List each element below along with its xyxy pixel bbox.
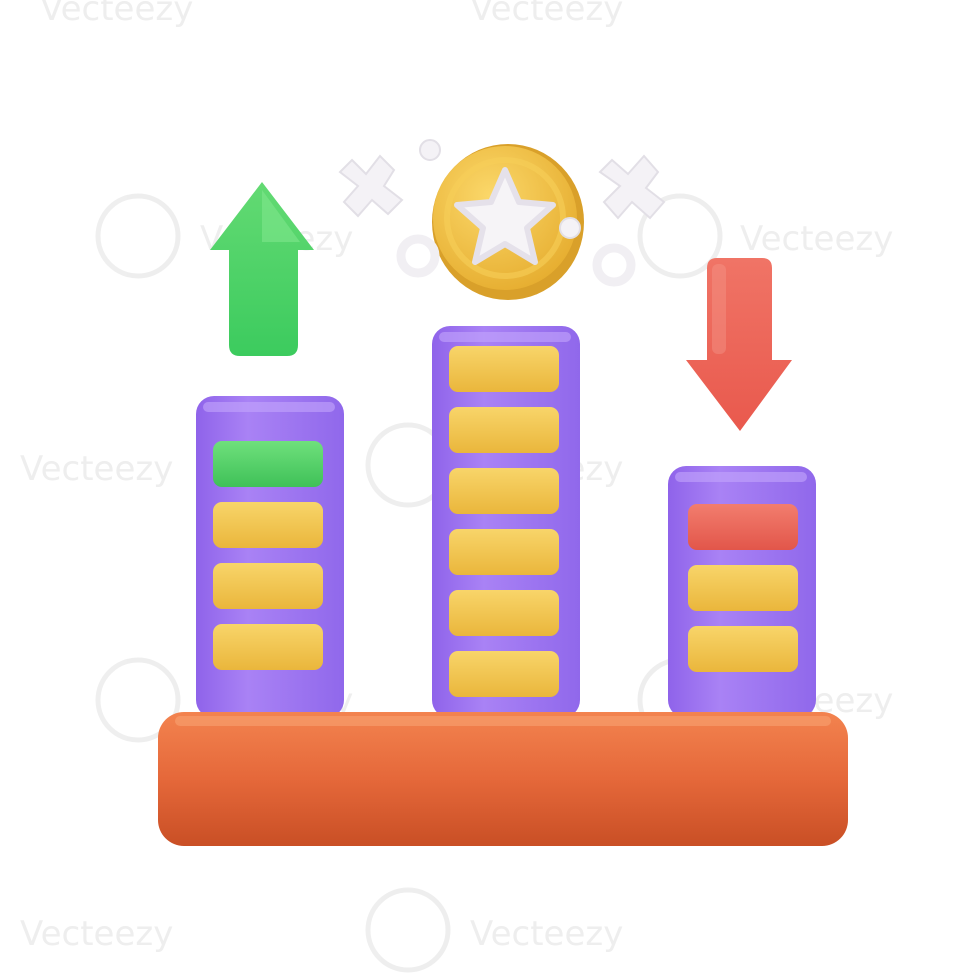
bar-block-green (213, 441, 323, 487)
bar-left (196, 396, 344, 718)
bar-block (449, 651, 559, 697)
bar-block (449, 468, 559, 514)
dot-icon (419, 139, 441, 161)
watermark-logo-icon (95, 193, 181, 279)
bar-block (449, 590, 559, 636)
bar-block (213, 624, 323, 670)
up-arrow-icon (210, 182, 314, 356)
watermark-text: Vecteezy (20, 914, 173, 954)
bar-right (668, 466, 816, 718)
bar-middle (432, 326, 580, 718)
star-coin-icon (432, 144, 584, 300)
bar-block (213, 563, 323, 609)
sparkle-icon (338, 154, 404, 218)
bar-block (449, 346, 559, 392)
watermark-logo-icon (365, 887, 451, 973)
sparkle-icon (598, 154, 666, 220)
down-arrow-icon (686, 258, 792, 431)
ring-icon (396, 234, 440, 278)
bar-block (688, 565, 798, 611)
bar-block-red (688, 504, 798, 550)
star-icon (454, 167, 556, 265)
dot-icon (559, 217, 581, 239)
ring-icon (592, 243, 636, 287)
watermark-text: Vecteezy (470, 0, 623, 29)
watermark-text: Vecteezy (740, 219, 893, 259)
bar-block (213, 502, 323, 548)
bar-block (688, 626, 798, 672)
chart-base (158, 712, 848, 846)
watermark-logo-icon (637, 193, 723, 279)
watermark-text: Vecteezy (470, 914, 623, 954)
bar-block (449, 407, 559, 453)
bar-block (449, 529, 559, 575)
watermark-text: Vecteezy (20, 449, 173, 489)
watermark-logo-icon (95, 657, 181, 743)
watermark-text: Vecteezy (40, 0, 193, 29)
